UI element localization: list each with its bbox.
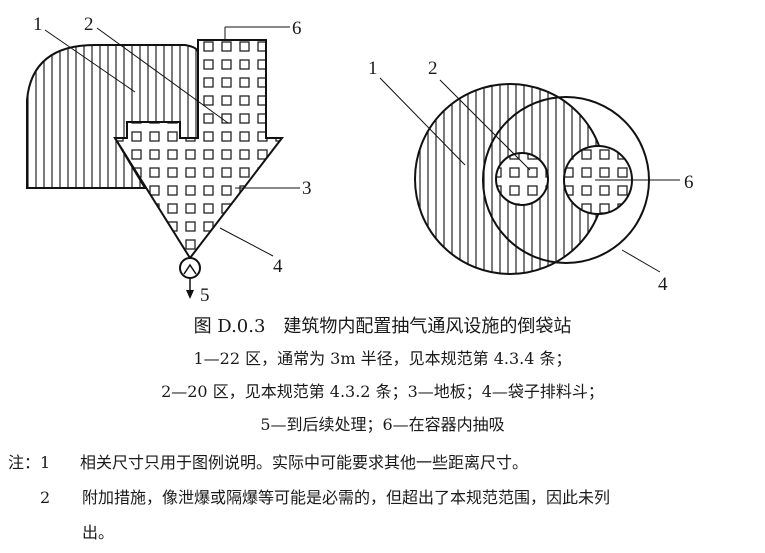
label-4: 4 (658, 274, 668, 295)
legend-line: 1—22 区，通常为 3m 半径，见本规范第 4.3.4 条； (193, 349, 572, 368)
leader-lines (44, 26, 300, 257)
note-number: 1 (40, 453, 51, 472)
note-2: 2 附加措施，像泄爆或隔爆等可能是必需的，但超出了本规范范围，因此未列 (40, 484, 610, 508)
legend-line: 2—20 区，见本规范第 4.3.2 条；3—地板；4—袋子排料斗； (161, 382, 604, 401)
note-text: 相关尺寸只用于图例说明。实际中可能要求其他一些距离尺寸。 (80, 453, 529, 472)
legend-line: 5—到后续处理；6—在容器内抽吸 (260, 415, 505, 434)
note-text: 出。 (82, 523, 115, 542)
label-3: 3 (302, 178, 312, 199)
figure-diagrams: 1 2 6 3 4 5 1 2 6 4 (26, 14, 694, 306)
notes-prefix: 注： (8, 453, 41, 472)
label-6: 6 (292, 18, 302, 39)
label-2: 2 (428, 58, 438, 79)
zone-20-circle (495, 152, 549, 206)
note-text: 附加措施，像泄爆或隔爆等可能是必需的，但超出了本规范范围，因此未列 (82, 488, 611, 507)
discharge-valve-icon (179, 257, 201, 279)
left-diagram: 1 2 6 3 4 5 (26, 14, 312, 306)
note-2-continued: 出。 (82, 519, 114, 543)
label-4: 4 (273, 256, 283, 277)
figure-caption: 图 D.0.3 建筑物内配置抽气通风设施的倒袋站 (193, 316, 572, 337)
label-5: 5 (200, 285, 210, 306)
label-2: 2 (84, 14, 94, 35)
zone-20-pattern (113, 39, 285, 260)
label-6: 6 (684, 172, 694, 193)
label-1: 1 (33, 14, 43, 35)
label-1: 1 (368, 58, 378, 79)
note-number: 2 (40, 488, 51, 507)
right-diagram: 1 2 6 4 (368, 58, 694, 295)
note-1: 注：1 相关尺寸只用于图例说明。实际中可能要求其他一些距离尺寸。 (8, 449, 528, 473)
